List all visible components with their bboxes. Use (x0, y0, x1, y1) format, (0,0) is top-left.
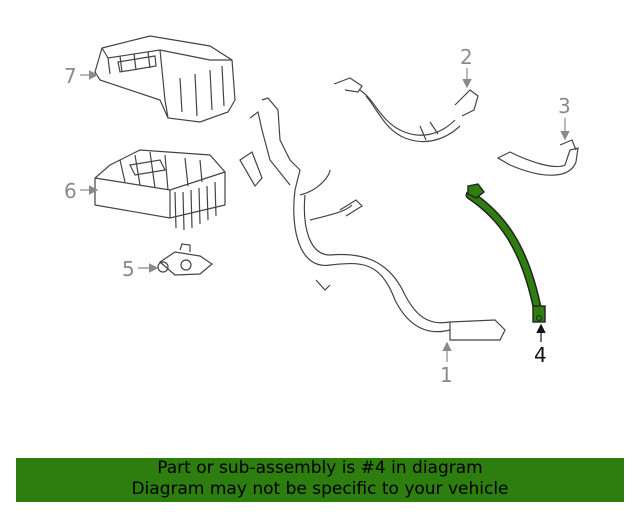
callout-6: 6 (64, 179, 77, 203)
part-5-terminal (157, 243, 214, 276)
part-2-cable (333, 77, 479, 143)
callout-2: 2 (460, 45, 473, 69)
info-banner: Part or sub-assembly is #4 in diagram Di… (16, 458, 624, 502)
callout-4: 4 (534, 343, 547, 367)
callout-1: 1 (440, 363, 453, 387)
part-3-strap (496, 139, 579, 176)
part-4-cable-highlighted (465, 183, 546, 323)
part-6-fuse-block (94, 149, 226, 231)
callout-3: 3 (558, 94, 571, 118)
callout-7: 7 (64, 64, 77, 88)
leader-lines (80, 68, 570, 362)
part-7-fuse-box-cover (94, 35, 236, 123)
parts-diagram: 7 6 5 2 3 1 4 (64, 35, 579, 387)
banner-line-2: Diagram may not be specific to your vehi… (131, 479, 509, 499)
banner-line-1: Part or sub-assembly is #4 in diagram (157, 458, 483, 478)
part-1-battery-cable (239, 97, 506, 341)
callout-5: 5 (122, 257, 135, 281)
